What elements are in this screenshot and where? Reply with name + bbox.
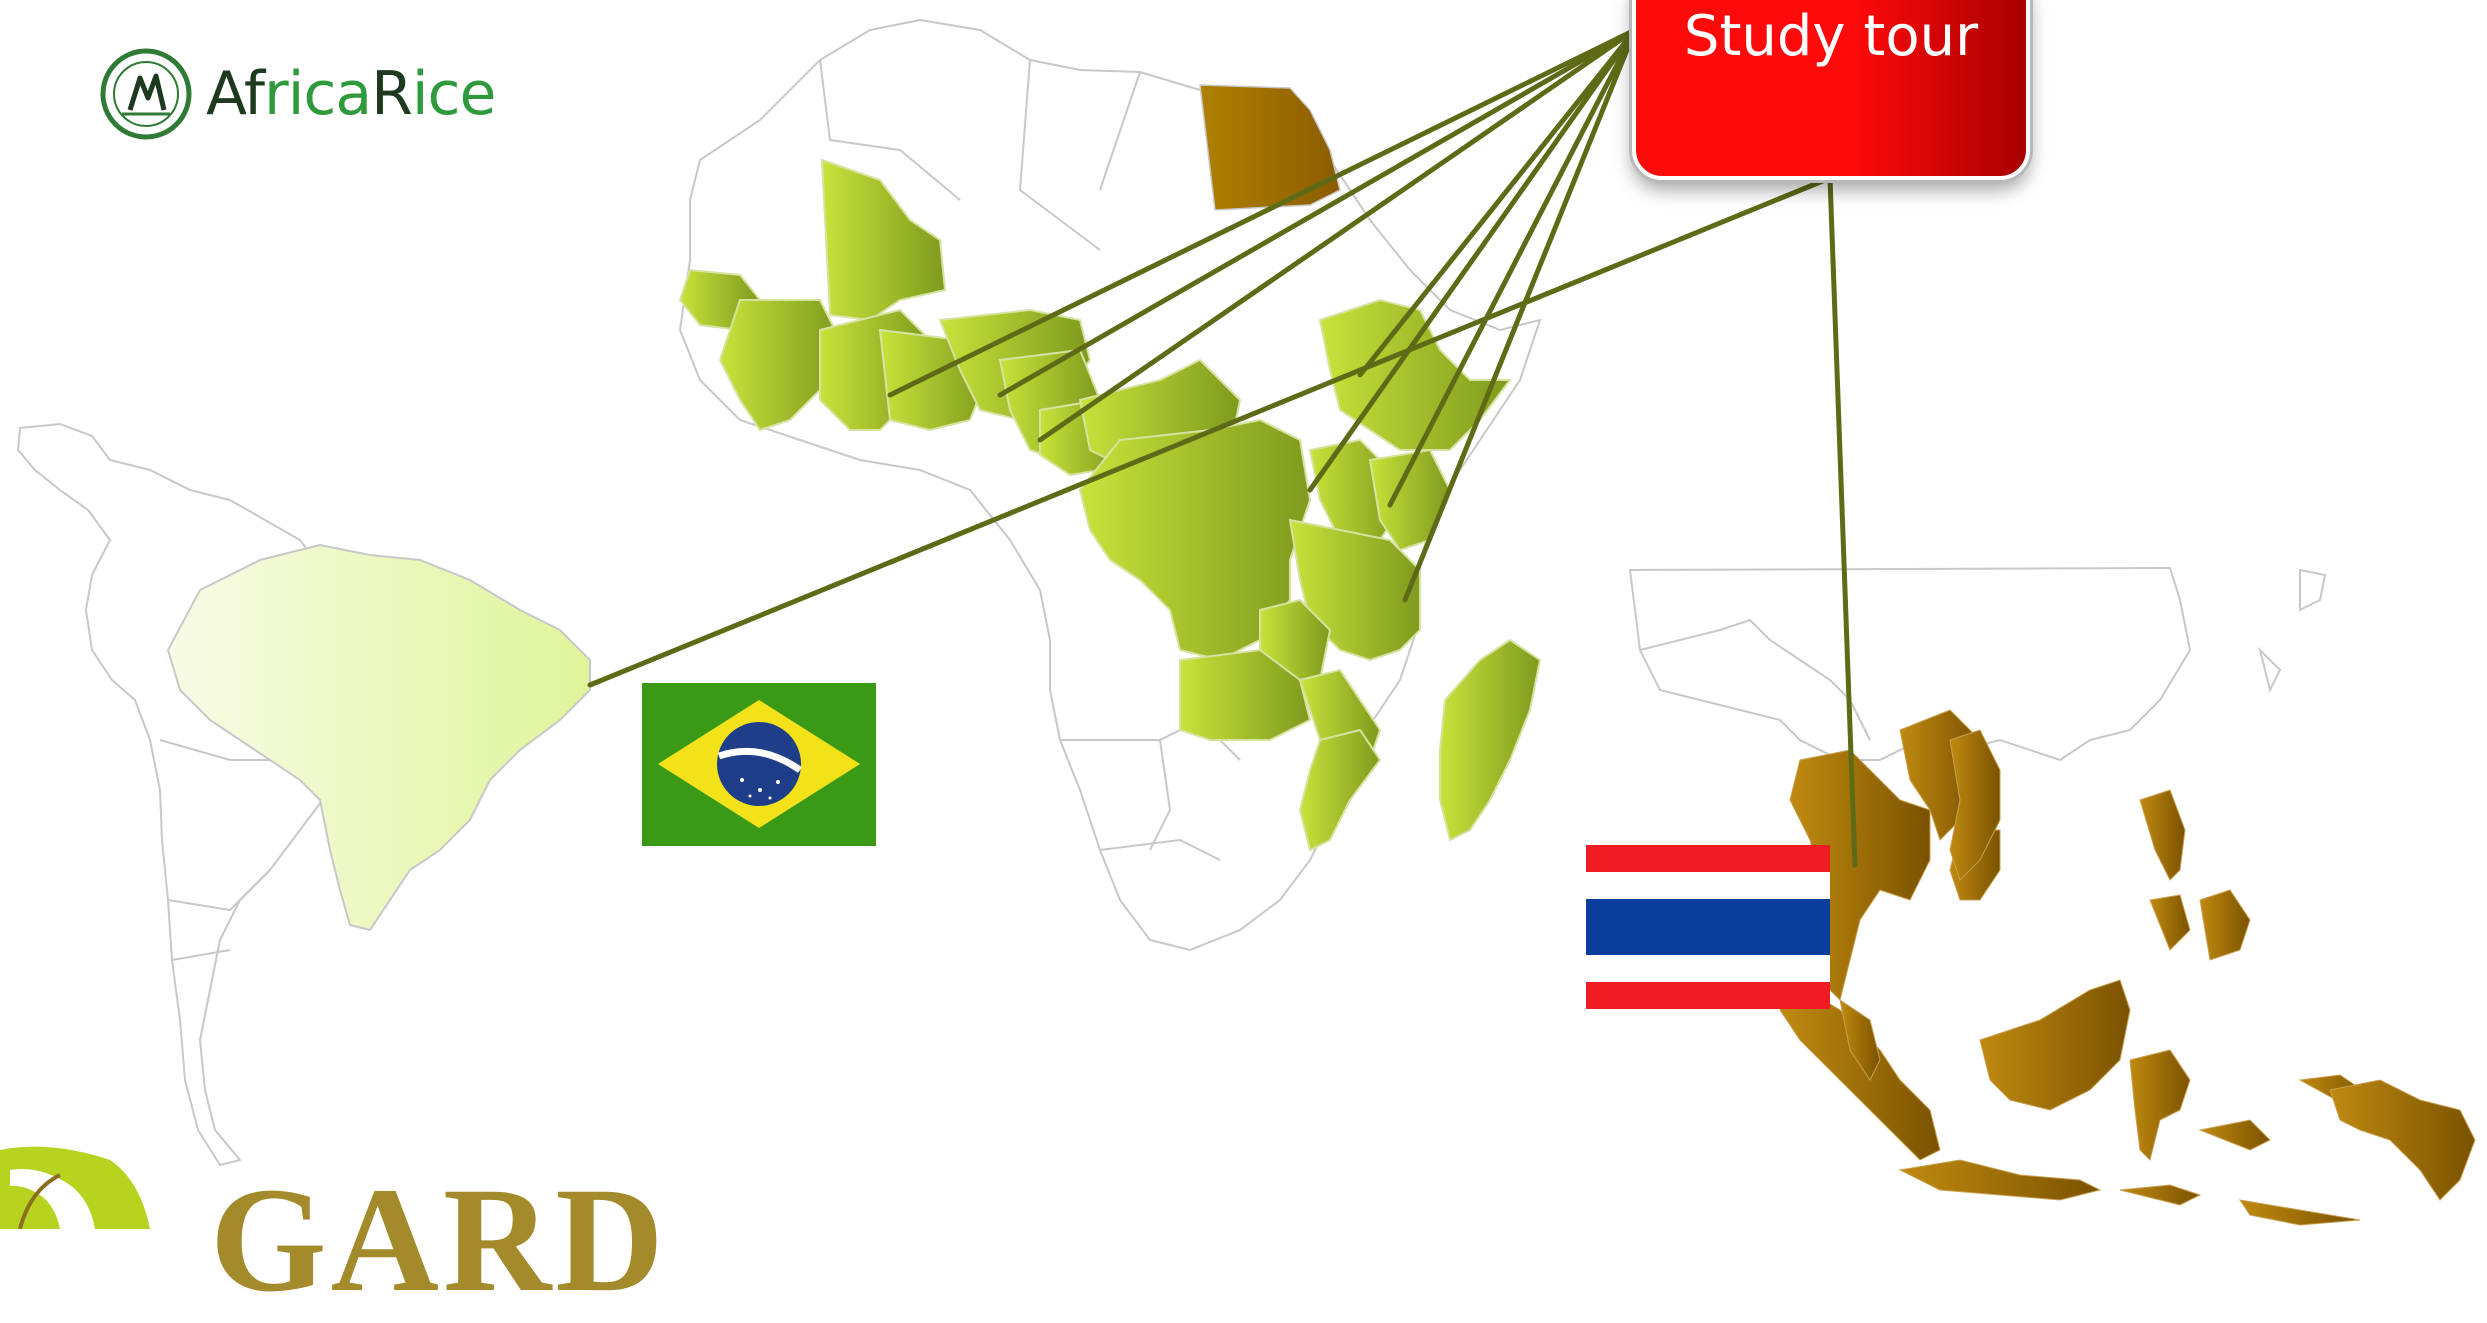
africarice-emblem-icon [100, 48, 192, 140]
map-canvas [0, 18, 2476, 1229]
logo-text-af: Af [206, 59, 265, 129]
brazil-flag-icon [642, 683, 876, 846]
africarice-logo: AfricaRice [100, 44, 497, 144]
west-africa-regions [678, 158, 1122, 477]
africarice-wordmark: AfricaRice [206, 59, 497, 129]
gard-emblem-icon [0, 1146, 150, 1229]
study-tour-label: Study tour [1683, 4, 1979, 69]
connector-lines [587, 27, 1858, 868]
connector-line [1357, 27, 1638, 378]
central-east-africa-regions [1078, 298, 1542, 852]
connector-line [1037, 27, 1638, 443]
connector-line [587, 175, 1833, 688]
connector-line [1827, 175, 1858, 868]
connector-line [1307, 27, 1638, 493]
brazil-region [166, 543, 591, 932]
southeast-asia-regions [1779, 709, 2476, 1226]
connector-line [887, 27, 1638, 398]
thailand-flag-icon [1586, 845, 1830, 1009]
logo-text-rica: rica [264, 59, 372, 129]
connector-line [997, 27, 1638, 398]
connector-line [1402, 27, 1638, 603]
connector-line [1387, 27, 1638, 508]
logo-text-r: R [371, 59, 413, 129]
egypt-region [1199, 84, 1341, 211]
gard-wordmark: GARD [210, 1157, 668, 1323]
logo-text-ice: ice [411, 59, 497, 129]
study-tour-callout: Study tour [1632, 0, 2030, 180]
